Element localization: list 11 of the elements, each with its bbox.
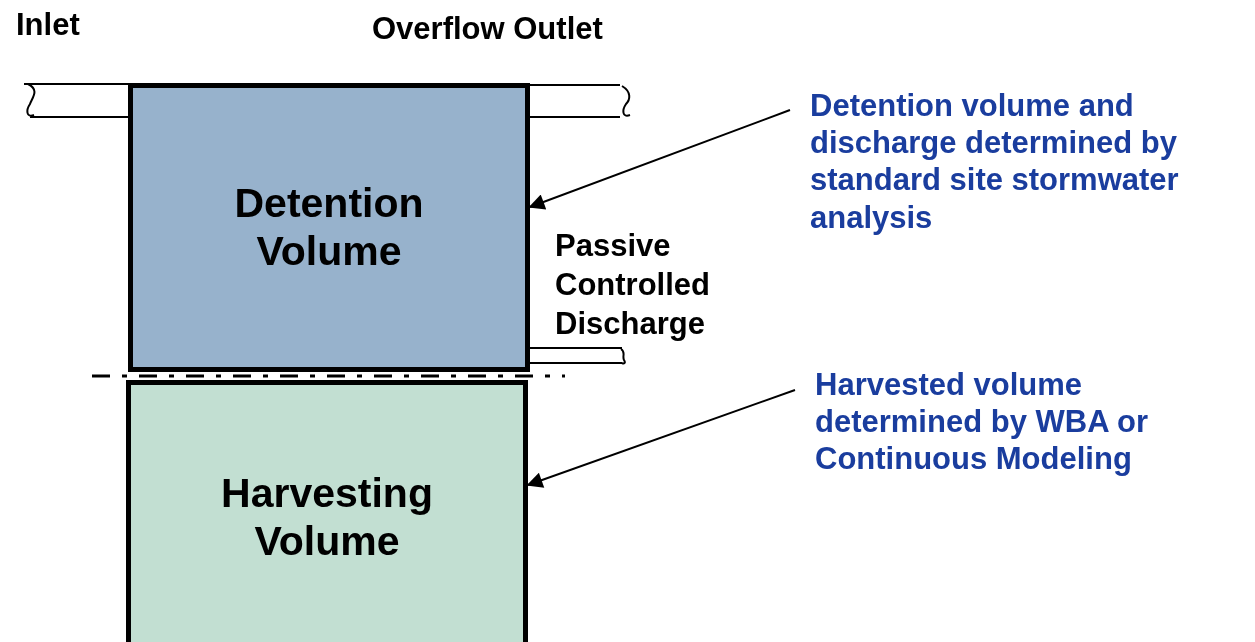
- arrow: [526, 389, 796, 488]
- pipe-label: Inlet: [16, 6, 80, 44]
- pipe-label: Overflow Outlet: [372, 10, 603, 48]
- harvesting-tank: [126, 380, 528, 642]
- tank-label: Detention Volume: [233, 179, 425, 276]
- annotation-text: Harvested volume determined by WBA or Continuous Modeling: [815, 366, 1149, 478]
- detention-tank: [128, 83, 530, 372]
- annotation-text: Detention volume and discharge determined by standard site stormwater analysis: [810, 87, 1180, 236]
- tank-label: Harvesting Volume: [220, 469, 434, 566]
- arrow: [528, 109, 791, 210]
- outlet-label: Passive Controlled Discharge: [555, 227, 711, 343]
